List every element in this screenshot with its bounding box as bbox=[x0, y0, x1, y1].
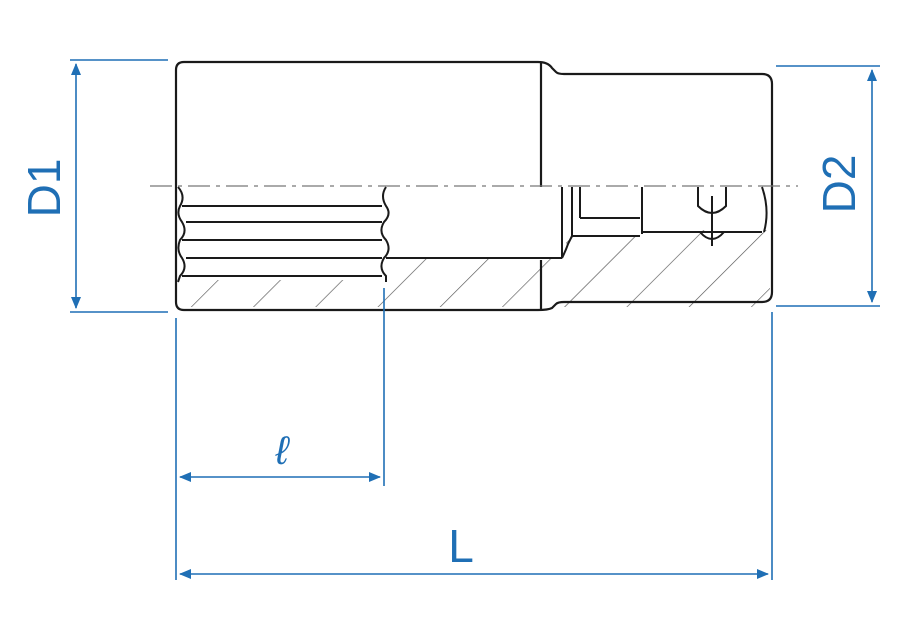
dimension-l-small bbox=[175, 288, 385, 486]
label-l-total: L bbox=[448, 520, 474, 572]
dimension-d1 bbox=[70, 59, 168, 313]
label-d2: D2 bbox=[813, 155, 865, 214]
label-d1: D1 bbox=[18, 159, 70, 218]
socket-body bbox=[174, 60, 774, 312]
twelve-point-profile bbox=[177, 186, 186, 283]
dimension-l-total bbox=[175, 312, 773, 580]
section-hatching bbox=[176, 230, 770, 307]
outer-contour bbox=[174, 60, 774, 312]
label-l-small: ℓ bbox=[275, 429, 291, 473]
dimension-d2 bbox=[776, 65, 880, 307]
internal-bore bbox=[177, 186, 768, 283]
